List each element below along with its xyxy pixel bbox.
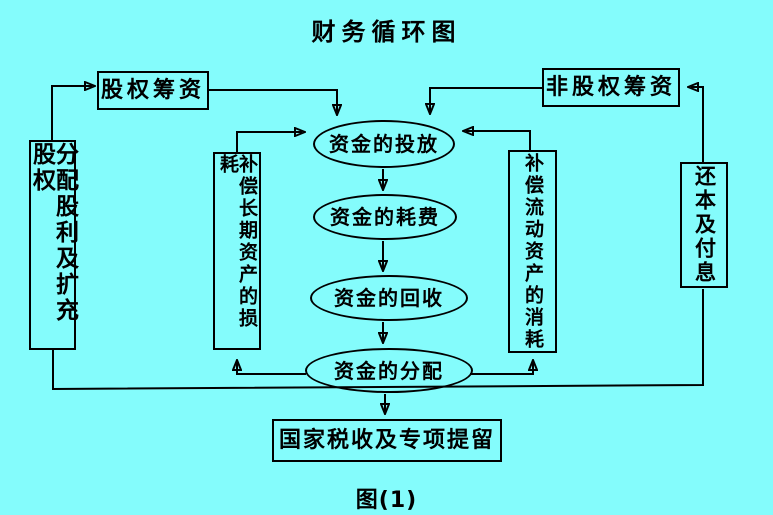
arrow-current-to-investment bbox=[466, 131, 531, 150]
node-fund-recovery-label: 资金的回收 bbox=[334, 286, 444, 310]
node-dividends-expand-equity-label: 分配股利及扩充股权 bbox=[28, 142, 78, 324]
node-compensate-current-assets: 补偿流动资产的消耗 bbox=[508, 150, 557, 353]
arrow-nonequity-to-investment bbox=[430, 87, 542, 111]
node-non-equity-financing-label: 非股权筹资 bbox=[545, 74, 676, 100]
figure-caption: 图(1) bbox=[355, 488, 418, 513]
node-fund-distribution: 资金的分配 bbox=[305, 348, 473, 393]
node-non-equity-financing: 非股权筹资 bbox=[542, 68, 680, 107]
node-repay-principal-interest: 还本及付息 bbox=[680, 162, 728, 288]
node-compensate-long-term-assets-label: 补偿长期资产的损耗 bbox=[217, 154, 258, 330]
node-state-tax-reserve: 国家税收及专项提留 bbox=[272, 419, 502, 462]
node-fund-consumption: 资金的耗费 bbox=[313, 194, 457, 240]
node-equity-financing-label: 股权筹资 bbox=[100, 77, 205, 103]
arrow-repay-to-nonequity bbox=[691, 87, 704, 162]
node-dividends-expand-equity: 分配股利及扩充股权 bbox=[28, 140, 78, 350]
node-compensate-current-assets-label: 补偿流动资产的消耗 bbox=[522, 152, 544, 351]
arrow-longterm-to-investment bbox=[236, 132, 302, 152]
node-equity-financing: 股权筹资 bbox=[97, 71, 209, 110]
node-fund-recovery: 资金的回收 bbox=[310, 275, 468, 321]
arrow-equity-to-investment bbox=[209, 89, 337, 112]
node-fund-consumption-label: 资金的耗费 bbox=[330, 205, 440, 229]
node-fund-investment: 资金的投放 bbox=[313, 120, 455, 168]
node-fund-investment-label: 资金的投放 bbox=[329, 132, 439, 156]
node-compensate-long-term-assets: 补偿长期资产的损耗 bbox=[213, 152, 261, 350]
arrow-distribution-to-current bbox=[470, 363, 533, 375]
diagram-title: 财务循环图 bbox=[311, 18, 462, 46]
node-state-tax-reserve-label: 国家税收及专项提留 bbox=[278, 427, 495, 453]
node-fund-distribution-label: 资金的分配 bbox=[334, 358, 444, 383]
node-repay-principal-interest-label: 还本及付息 bbox=[692, 165, 717, 285]
arrow-distribution-to-longterm bbox=[237, 363, 306, 375]
arrow-dividends-to-equity bbox=[51, 86, 92, 140]
